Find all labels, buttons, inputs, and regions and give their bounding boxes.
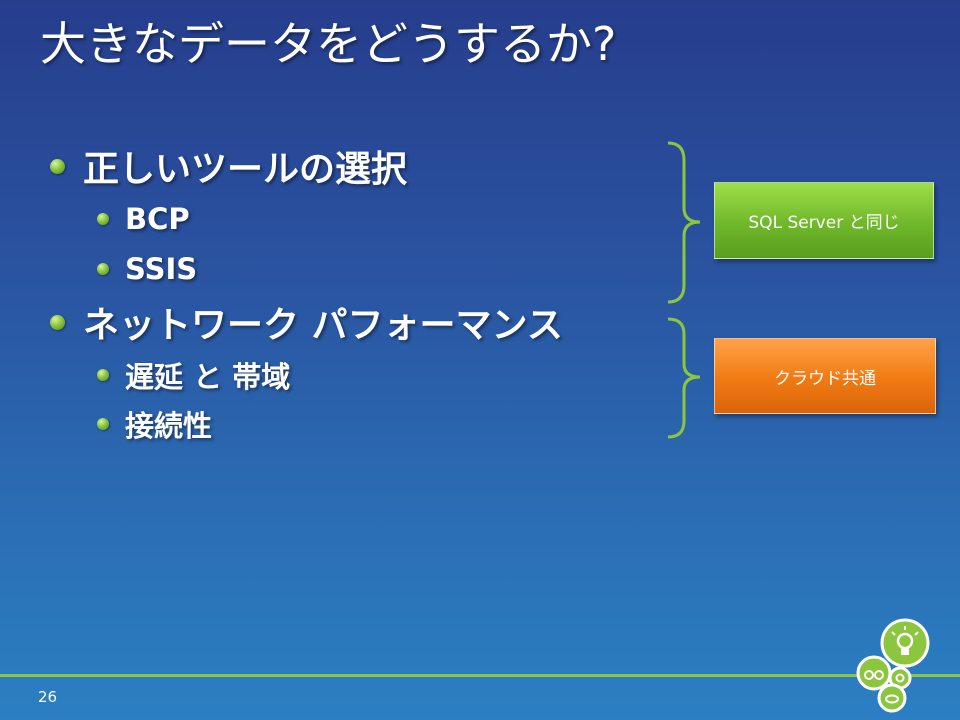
binoculars-icon xyxy=(856,655,892,691)
bullet-text: BCP xyxy=(125,202,190,236)
brand-logo xyxy=(856,618,930,713)
brace-bottom xyxy=(667,317,701,439)
bullet-icon xyxy=(97,418,109,430)
bullet-latency: 遅延 と 帯域 xyxy=(97,354,290,396)
callout-sql-server: SQL Server と同じ xyxy=(714,182,934,259)
bullet-icon xyxy=(50,158,65,174)
lightbulb-icon xyxy=(880,618,930,668)
bullet-tools: 正しいツールの選択 xyxy=(50,142,407,190)
bullet-icon xyxy=(97,263,109,275)
bullet-bcp: BCP xyxy=(97,198,190,240)
bullet-text: 遅延 と 帯域 xyxy=(125,360,291,394)
callout-cloud: クラウド共通 xyxy=(714,338,936,414)
footer-divider xyxy=(0,674,960,677)
bullet-icon xyxy=(50,314,65,330)
bullet-icon xyxy=(97,213,109,225)
bullet-text: SSIS xyxy=(125,252,198,286)
bullet-connectivity: 接続性 xyxy=(97,403,212,445)
bullet-text: 正しいツールの選択 xyxy=(83,149,408,190)
brace-top xyxy=(667,141,701,304)
bullet-icon xyxy=(97,369,109,381)
slide-title: 大きなデータをどうするか? xyxy=(40,17,617,71)
bullet-ssis: SSIS xyxy=(97,248,197,290)
bullet-network: ネットワーク パフォーマンス xyxy=(50,298,563,346)
bullet-text: ネットワーク パフォーマンス xyxy=(83,305,563,346)
cloud-icon xyxy=(877,683,907,713)
callout-label: SQL Server と同じ xyxy=(748,213,900,233)
callout-label: クラウド共通 xyxy=(774,368,876,389)
page-number: 26 xyxy=(38,688,58,706)
bullet-text: 接続性 xyxy=(125,409,213,443)
